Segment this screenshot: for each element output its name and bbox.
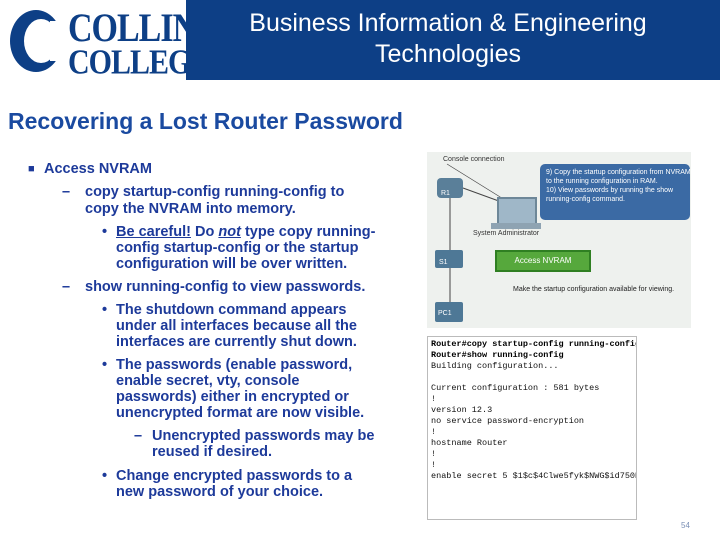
sub-line: enable secret, vty, console: [116, 373, 300, 389]
square-bullet-icon: ■: [28, 163, 35, 175]
terminal-output: Router#copy startup-config running-confi…: [427, 336, 637, 520]
sub-line: interfaces are currently shut down.: [116, 334, 357, 350]
slide-header: COLLIN COLLEGE Business Information & En…: [0, 0, 720, 82]
steps-callout: 9) Copy the startup configuration from N…: [540, 164, 691, 220]
dot-bullet-icon: •: [102, 224, 108, 240]
sub-line: The passwords (enable password,: [116, 357, 353, 373]
dash-line: copy startup-config running-config to: [85, 184, 345, 200]
terminal-line: [431, 372, 633, 383]
dash-line: copy the NVRAM into memory.: [85, 201, 296, 217]
slide-title: Recovering a Lost Router Password: [8, 108, 403, 134]
laptop-icon: [497, 197, 537, 225]
sub-sub-line: Unencrypted passwords may be: [152, 428, 375, 444]
router-label: R1: [441, 190, 450, 197]
pc-icon: [435, 302, 463, 322]
sub-line: new password of your choice.: [116, 484, 324, 500]
do-text: Do: [194, 224, 215, 240]
pc-label: PC1: [438, 310, 452, 317]
router-icon: [437, 178, 463, 198]
header-title-line1: Business Information & Engineering: [249, 9, 647, 37]
sub-bullet-be-careful: Be careful! Do not type copy running-: [116, 224, 375, 240]
logo-swoosh-icon: [10, 10, 64, 72]
bullet-access-nvram: Access NVRAM: [44, 161, 152, 177]
page-number: 54: [681, 521, 690, 530]
terminal-line: Router#copy startup-config running-confi…: [431, 339, 637, 349]
be-careful-text: Be careful!: [116, 224, 191, 240]
nvram-diagram: Console connection R1 System Administrat…: [427, 152, 691, 328]
dash-bullet-icon: –: [134, 428, 143, 444]
slide-body: ■ Access NVRAM – copy startup-config run…: [28, 161, 375, 500]
switch-icon: [435, 250, 463, 268]
switch-label: S1: [439, 259, 448, 266]
sub-line: under all interfaces because all the: [116, 318, 357, 334]
header-title-line2: Technologies: [375, 40, 521, 68]
sub-line: Change encrypted passwords to a: [116, 468, 353, 484]
dot-bullet-icon: •: [102, 357, 108, 373]
console-connection-label: Console connection: [443, 156, 505, 163]
step-line: 9) Copy the startup configuration from N…: [546, 169, 691, 176]
terminal-line: !: [431, 427, 437, 437]
dash-bullet-icon: –: [62, 184, 71, 200]
step-line: running-config command.: [546, 196, 625, 203]
rest-text: type copy running-: [244, 224, 376, 240]
terminal-line: no service password-encryption: [431, 416, 585, 426]
access-nvram-button[interactable]: Access NVRAM: [495, 250, 591, 272]
terminal-line: enable secret 5 $1$c$4Clwe5fyk$NWG$id750…: [431, 471, 636, 481]
sub-line: configuration will be over written.: [116, 256, 348, 272]
not-text: not: [218, 224, 241, 240]
dot-bullet-icon: •: [102, 468, 108, 484]
terminal-line: Building configuration...: [431, 361, 559, 371]
sub-line: unencrypted format are now visible.: [116, 405, 365, 421]
laptop-base-icon: [491, 223, 541, 229]
terminal-line: !: [431, 460, 437, 470]
terminal-line: !: [431, 394, 437, 404]
sub-line: The shutdown command appears: [116, 302, 347, 318]
sub-line: passwords) either in encrypted or: [116, 389, 349, 405]
header-title: Business Information & Engineering Techn…: [186, 8, 710, 70]
step-line: 10) View passwords by running the show: [546, 187, 674, 194]
terminal-line: Router#show running-config: [431, 350, 564, 360]
terminal-line: version 12.3: [431, 405, 493, 415]
step-line: to the running configuration in RAM.: [546, 178, 658, 185]
header-band: [186, 0, 720, 80]
system-administrator-label: System Administrator: [473, 230, 540, 237]
make-available-caption: Make the startup configuration available…: [513, 286, 675, 293]
sub-line: config startup-config or the startup: [116, 240, 359, 256]
dash-line: show running-config to view passwords.: [85, 279, 366, 295]
terminal-line: hostname Router: [431, 438, 508, 448]
dash-bullet-icon: –: [62, 279, 71, 295]
logo-word-collin: COLLIN: [68, 7, 197, 51]
terminal-line: Current configuration : 581 bytes: [431, 383, 600, 393]
sub-sub-line: reused if desired.: [152, 444, 273, 460]
terminal-line: !: [431, 449, 437, 459]
dot-bullet-icon: •: [102, 302, 108, 318]
